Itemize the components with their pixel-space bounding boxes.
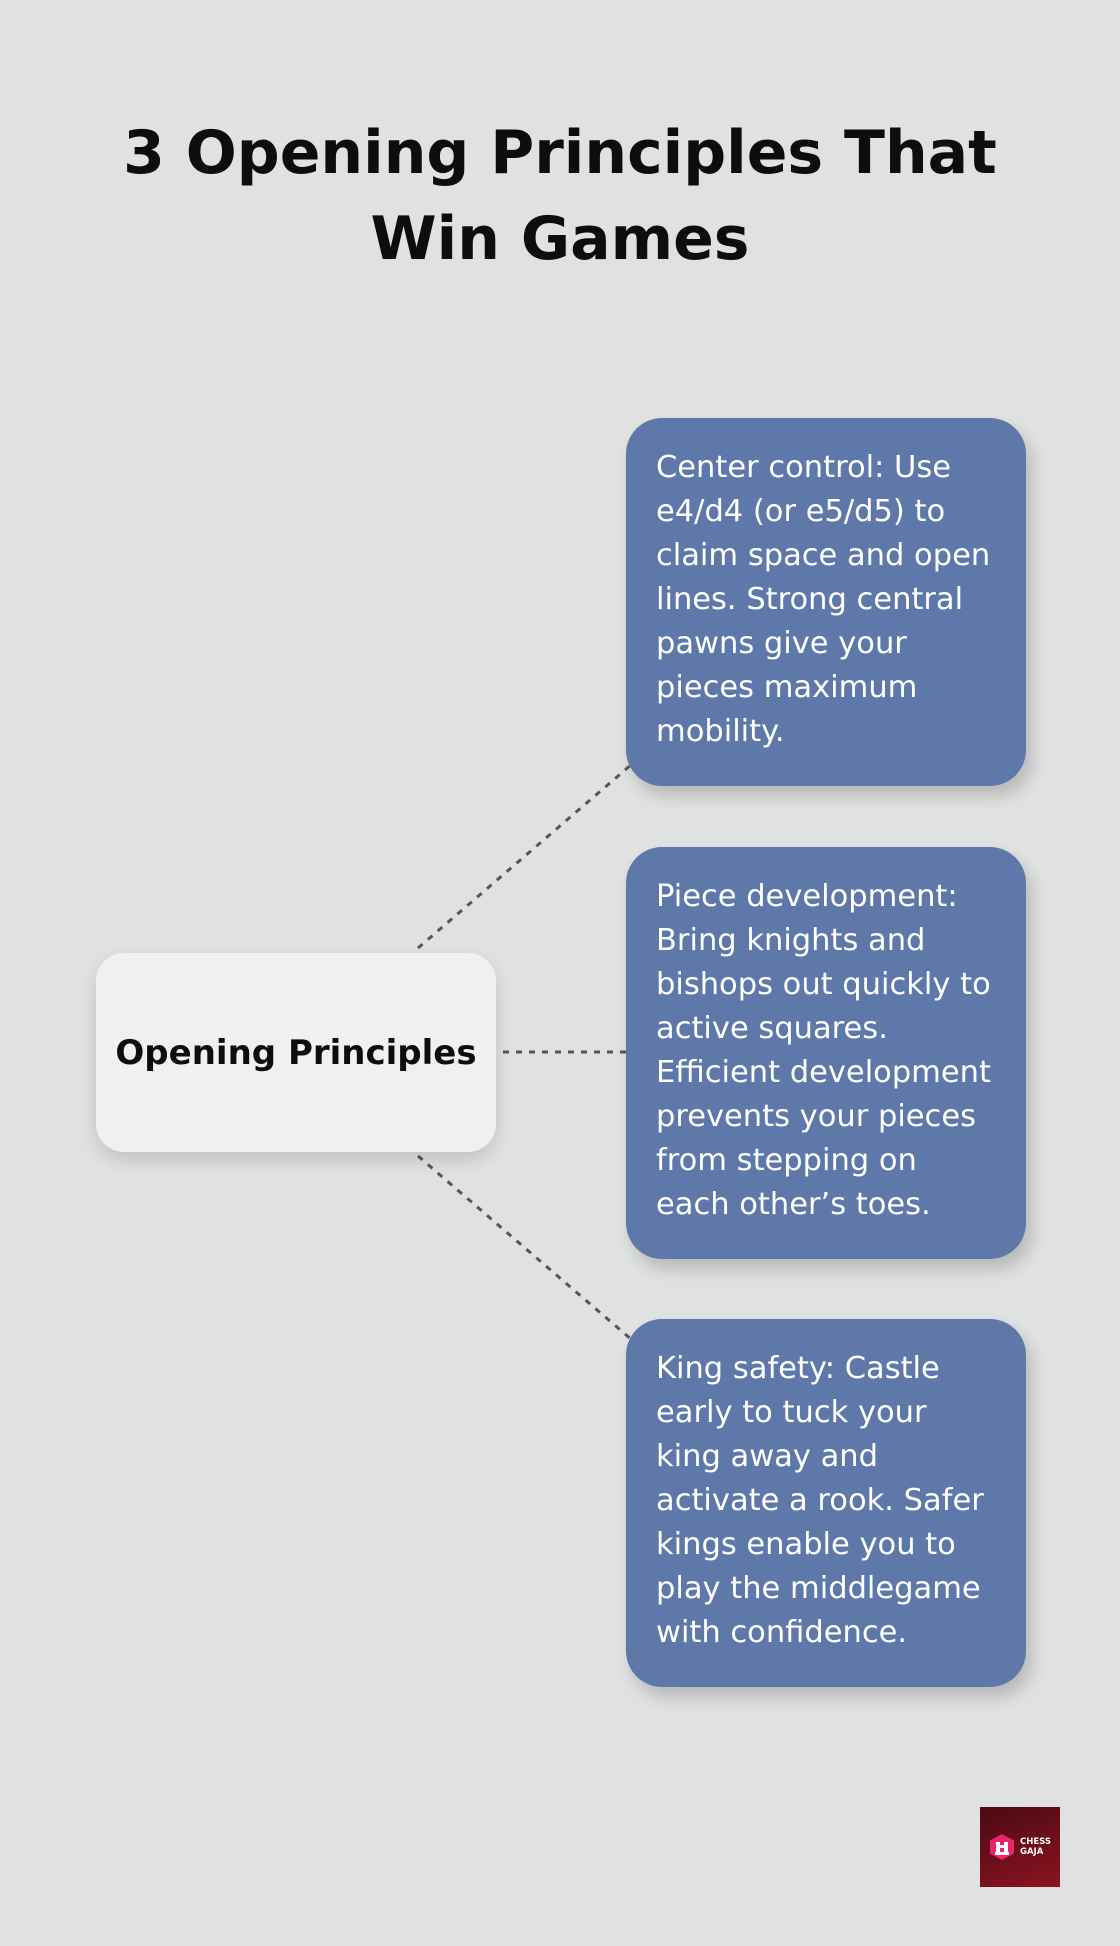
principle-card-piece-development: Piece development: Bring knights and bis… bbox=[626, 847, 1026, 1259]
principle-card-king-safety: King safety: Castle early to tuck your k… bbox=[626, 1319, 1026, 1687]
principle-card-center-control: Center control: Use e4/d4 (or e5/d5) to … bbox=[626, 418, 1026, 786]
connector-king-safety bbox=[417, 1154, 633, 1342]
chess-gaja-logo-icon bbox=[989, 1834, 1014, 1860]
page-title: 3 Opening Principles That Win Games bbox=[123, 118, 997, 274]
chess-gaja-logo-text: CHESS GAJA bbox=[1019, 1837, 1052, 1857]
connector-center-control bbox=[417, 762, 633, 950]
central-topic-node: Opening Principles bbox=[96, 953, 496, 1152]
chess-gaja-logo: CHESS GAJA bbox=[980, 1807, 1060, 1887]
central-topic-label: Opening Principles bbox=[115, 1032, 477, 1073]
